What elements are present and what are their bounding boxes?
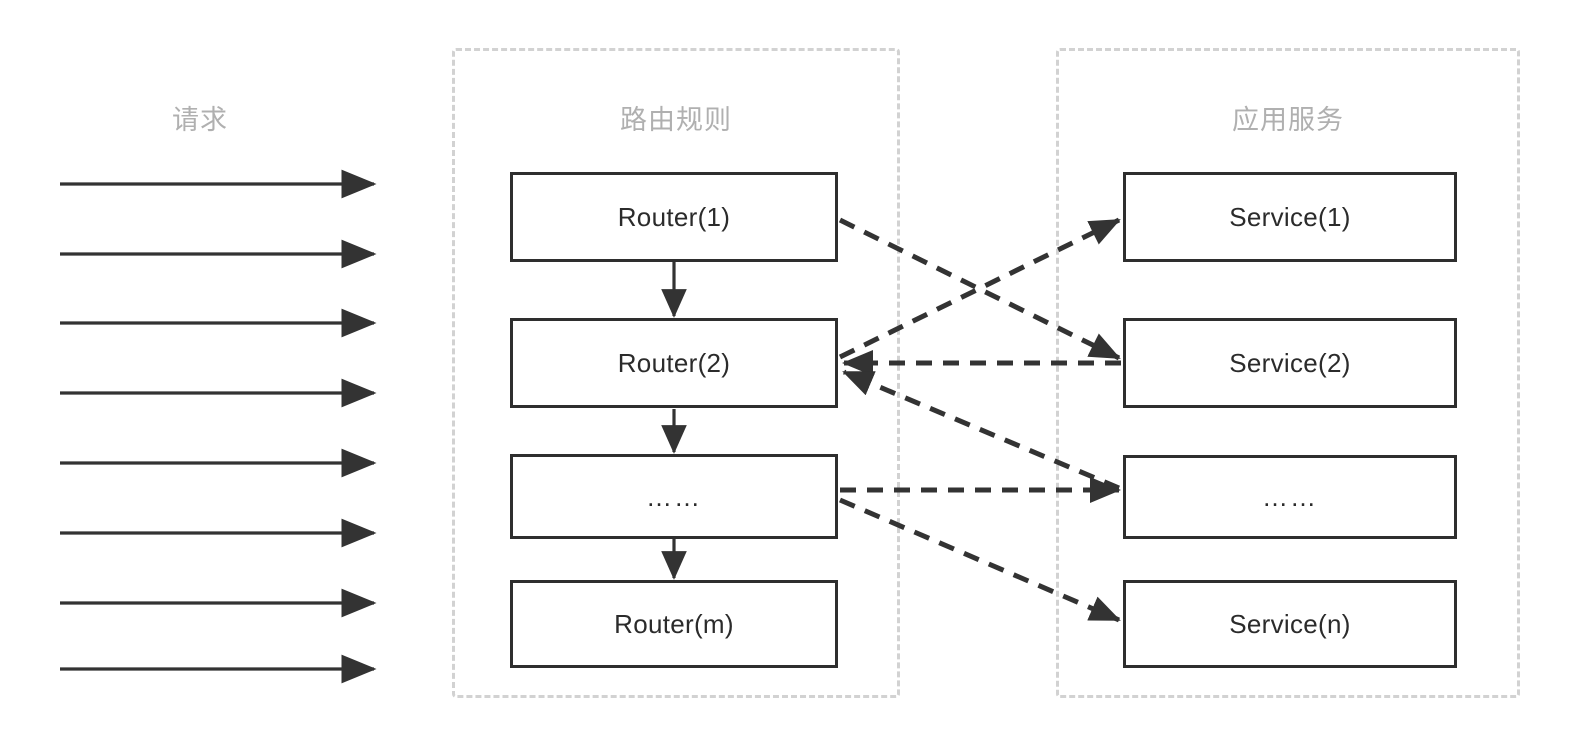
node-router-ellipsis[interactable]: ……	[510, 454, 838, 539]
edge-router1-to-service2	[838, 217, 1121, 361]
node-router-m[interactable]: Router(m)	[510, 580, 838, 668]
node-service-n[interactable]: Service(n)	[1123, 580, 1457, 668]
node-service-1-label: Service(1)	[1229, 202, 1351, 232]
node-router-m-label: Router(m)	[614, 609, 734, 639]
node-service-2-label: Service(2)	[1229, 348, 1351, 378]
node-service-2[interactable]: Service(2)	[1123, 318, 1457, 408]
edge-router2-to-service1	[838, 217, 1121, 360]
node-router-1-label: Router(1)	[617, 202, 731, 232]
request-arrow-group	[60, 169, 377, 684]
edge-serviceellipsis-to-router2	[842, 369, 1120, 491]
node-router-2[interactable]: Router(2)	[510, 318, 838, 408]
requests-title: 请求	[172, 105, 228, 135]
node-router-2-label: Router(2)	[617, 348, 731, 378]
node-service-n-label: Service(n)	[1229, 609, 1351, 639]
edge-routerellipsis-to-servicen	[839, 497, 1121, 623]
node-service-ellipsis-label: ……	[1262, 482, 1318, 512]
flow-edge-group	[838, 217, 1121, 623]
node-router-ellipsis-label: ……	[646, 481, 702, 512]
node-service-ellipsis[interactable]: ……	[1123, 455, 1457, 539]
router-group-title: 路由规则	[620, 105, 732, 135]
node-service-1[interactable]: Service(1)	[1123, 172, 1457, 262]
service-group-title: 应用服务	[1232, 105, 1344, 135]
node-router-1[interactable]: Router(1)	[510, 172, 838, 262]
